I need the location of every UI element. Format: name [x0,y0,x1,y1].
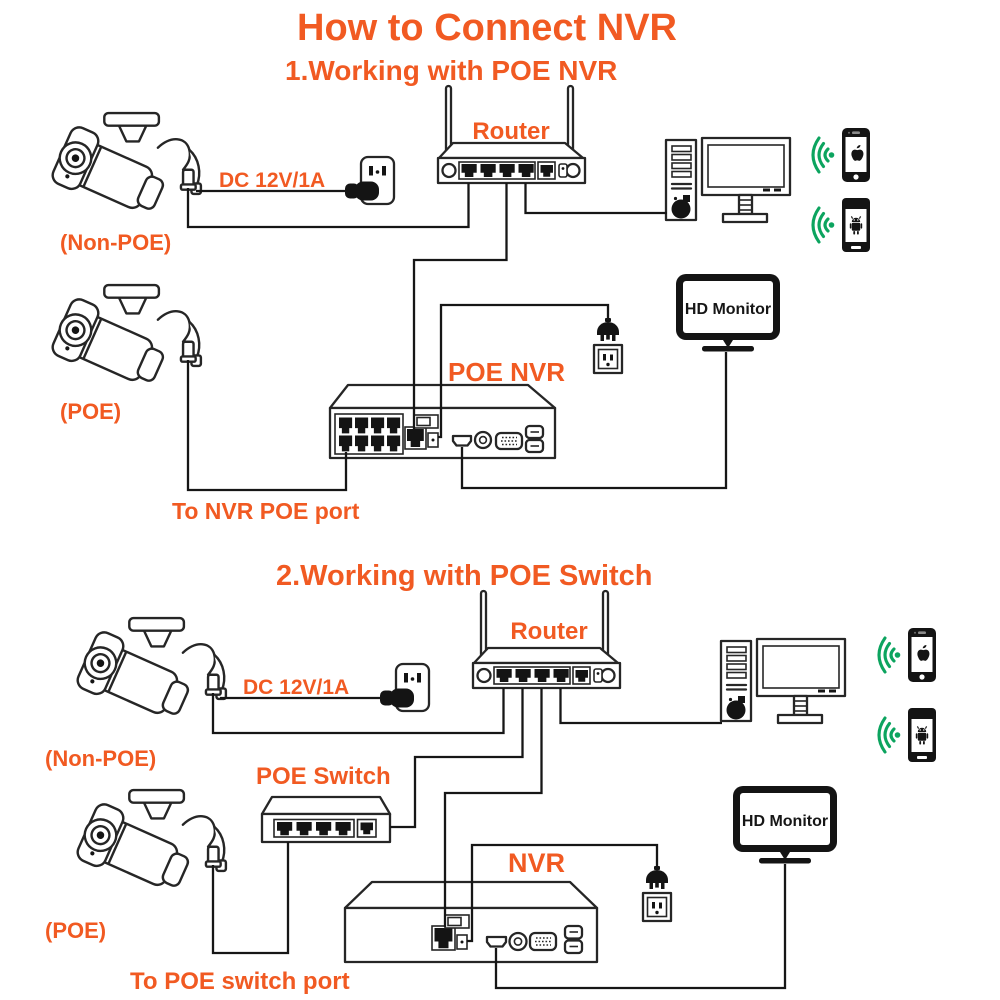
nvr-poe-port-note: To NVR POE port [172,498,360,524]
camera-poe-2 [72,788,228,902]
router-1-label: Router [472,118,549,145]
poe-switch [260,795,392,844]
cables-section2 [211,688,787,990]
nvr-label: NVR [508,848,565,878]
wall-outlet-1 [343,155,396,206]
camera-non-poe-2-label: (Non-POE) [45,746,156,771]
dc-power-1-label: DC 12V/1A [219,169,325,192]
poe-switch-port-note: To POE switch port [130,968,350,995]
android-phone-2 [879,708,936,762]
router-2-label: Router [510,618,587,645]
hd-monitor-1-label: HD Monitor [685,301,771,318]
camera-non-poe-1 [47,111,203,225]
cables-section1 [186,183,728,492]
poe-switch-label: POE Switch [256,763,391,790]
section2-heading: 2.Working with POE Switch [276,560,653,592]
camera-non-poe-2 [72,616,228,730]
section1-heading: 1.Working with POE NVR [285,55,617,86]
camera-poe-2-label: (POE) [45,918,106,943]
camera-poe-1 [47,283,203,397]
camera-poe-1-label: (POE) [60,399,121,424]
poe-nvr-label: POE NVR [448,357,565,387]
computer-1 [664,136,792,224]
wall-outlet-2 [378,662,431,713]
power-plug-outlet-1 [592,316,624,375]
main-title: How to Connect NVR [297,7,677,49]
camera-non-poe-1-label: (Non-POE) [60,230,171,255]
computer-2 [719,637,847,725]
power-plug-outlet-2 [641,864,673,923]
poe-nvr [328,383,557,460]
android-phone-1 [813,198,870,252]
hd-monitor-2-label: HD Monitor [742,813,828,830]
iphone-2 [879,628,936,682]
iphone-1 [813,128,870,182]
dc-power-2-label: DC 12V/1A [243,676,349,699]
